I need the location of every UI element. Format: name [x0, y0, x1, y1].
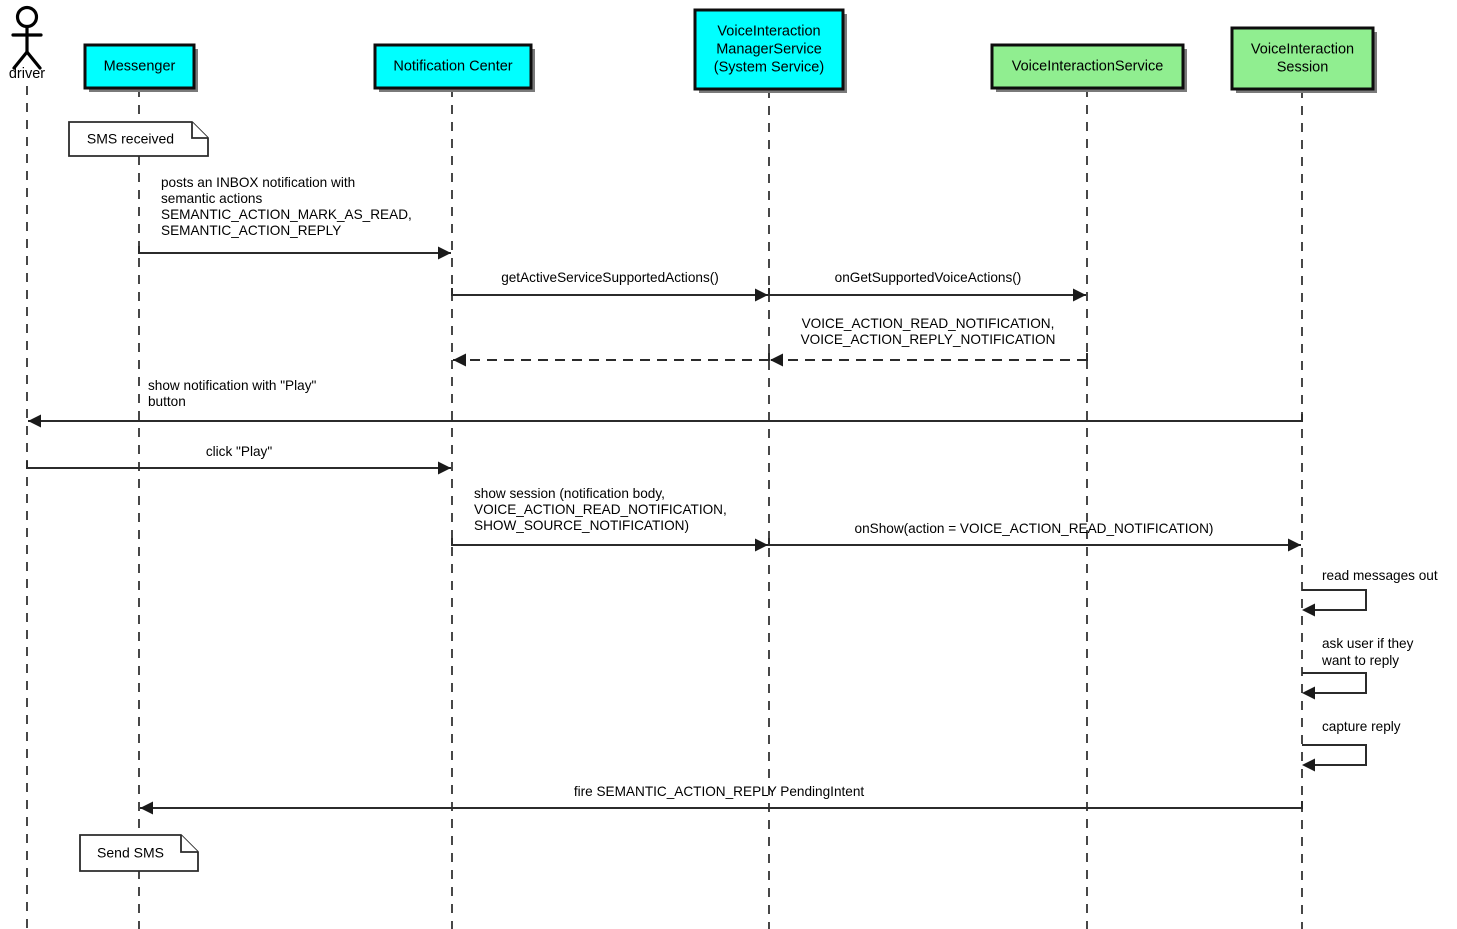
participant-label-voice-interaction-service: VoiceInteractionService — [1012, 58, 1164, 74]
message-msg-post-inbox-notification[interactable]: posts an INBOX notification withsemantic… — [138, 175, 451, 260]
message-label-msg-show-session: VOICE_ACTION_READ_NOTIFICATION, — [474, 502, 727, 517]
message-label-msg-post-inbox-notification: SEMANTIC_ACTION_MARK_AS_READ, — [161, 207, 412, 222]
message-label-msg-return-voice-actions-to-manager: VOICE_ACTION_READ_NOTIFICATION, — [802, 316, 1055, 331]
message-msg-show-session[interactable]: show session (notification body,VOICE_AC… — [451, 486, 768, 552]
message-label-msg-post-inbox-notification: semantic actions — [161, 191, 262, 206]
participant-label-voice-interaction-session: VoiceInteraction — [1251, 41, 1354, 57]
participant-box-messenger[interactable] — [83, 43, 196, 90]
message-label-msg-post-inbox-notification: posts an INBOX notification with — [161, 175, 355, 190]
self-message-label-self-ask-user-if-they-want-to-reply: want to reply — [1321, 653, 1399, 668]
message-msg-return-voice-actions-to-notification-center[interactable] — [453, 353, 770, 367]
note-sms-received-body — [68, 121, 209, 157]
message-label-msg-on-show: onShow(action = VOICE_ACTION_READ_NOTIFI… — [855, 521, 1214, 536]
actor-head-icon — [15, 5, 39, 29]
participant-label-voice-interaction-session: Session — [1277, 59, 1329, 75]
actor-leg-right-icon — [25, 50, 42, 70]
messages-layer: posts an INBOX notification withsemantic… — [26, 175, 1303, 815]
self-message-label-self-read-messages-out: read messages out — [1322, 568, 1438, 583]
message-msg-fire-semantic-action-reply-pending-intent[interactable]: fire SEMANTIC_ACTION_REPLY PendingIntent — [140, 784, 1303, 815]
note-send-sms[interactable]: Send SMS — [79, 834, 199, 872]
participant-notification-center[interactable]: Notification Center — [373, 43, 535, 92]
note-send-sms-fold — [180, 835, 198, 853]
self-message-path-self-read-messages-out — [1302, 589, 1367, 611]
participant-box-voice-interaction-session[interactable] — [1230, 26, 1375, 91]
self-message-path-self-ask-user-if-they-want-to-reply — [1302, 672, 1367, 694]
message-msg-return-voice-actions-to-manager[interactable]: VOICE_ACTION_READ_NOTIFICATION,VOICE_ACT… — [770, 316, 1088, 367]
message-arrowhead-msg-show-notification-with-play-button — [28, 414, 41, 428]
actor-leg-left-icon — [12, 50, 29, 70]
participant-box-voice-interaction-manager-service[interactable] — [693, 8, 845, 91]
actor-label: driver — [9, 66, 45, 82]
message-arrowhead-msg-fire-semantic-action-reply-pending-intent — [140, 801, 153, 815]
self-message-self-ask-user-if-they-want-to-reply[interactable]: ask user if they want to reply — [1302, 636, 1414, 700]
participant-label-voice-interaction-manager-service: VoiceInteraction — [717, 23, 820, 39]
note-send-sms-body — [79, 834, 199, 872]
message-msg-on-show[interactable]: onShow(action = VOICE_ACTION_READ_NOTIFI… — [768, 521, 1301, 552]
self-messages-layer: read messages out ask user if they want to… — [1302, 568, 1438, 772]
message-arrowhead-msg-on-show — [1288, 538, 1301, 552]
message-msg-on-get-supported-voice-actions[interactable]: onGetSupportedVoiceActions() — [768, 270, 1086, 302]
lifelines-layer — [26, 86, 1303, 929]
self-message-arrowhead-self-ask-user-if-they-want-to-reply — [1302, 686, 1315, 700]
message-arrowhead-msg-return-voice-actions-to-manager — [770, 353, 783, 367]
message-arrowhead-msg-click-play — [438, 461, 451, 475]
self-message-label-self-ask-user-if-they-want-to-reply: ask user if they — [1322, 636, 1414, 651]
self-message-arrowhead-self-read-messages-out — [1302, 603, 1315, 617]
message-label-msg-get-active-service-supported-actions: getActiveServiceSupportedActions() — [501, 270, 719, 285]
message-label-msg-post-inbox-notification: SEMANTIC_ACTION_REPLY — [161, 223, 341, 238]
actor-driver[interactable]: driver — [9, 5, 45, 83]
message-arrowhead-msg-on-get-supported-voice-actions — [1073, 288, 1086, 302]
message-arrowhead-msg-return-voice-actions-to-notification-center — [453, 353, 466, 367]
participant-label-messenger: Messenger — [104, 58, 176, 74]
message-label-msg-show-notification-with-play-button: button — [148, 394, 186, 409]
participant-box-voice-interaction-service[interactable] — [990, 43, 1185, 90]
note-sms-received[interactable]: SMS received — [68, 121, 209, 157]
self-message-arrowhead-self-capture-reply — [1302, 758, 1315, 772]
self-message-path-self-capture-reply — [1302, 744, 1367, 766]
self-message-self-capture-reply[interactable]: capture reply — [1302, 719, 1401, 772]
message-arrowhead-msg-show-session — [755, 538, 768, 552]
message-label-msg-on-get-supported-voice-actions: onGetSupportedVoiceActions() — [835, 270, 1022, 285]
message-arrowhead-msg-post-inbox-notification — [438, 246, 451, 260]
note-sms-received-label: SMS received — [87, 131, 174, 147]
participant-label-voice-interaction-manager-service: ManagerService — [716, 41, 822, 57]
self-message-self-read-messages-out[interactable]: read messages out — [1302, 568, 1438, 617]
participant-label-voice-interaction-manager-service: (System Service) — [714, 59, 824, 75]
message-msg-click-play[interactable]: click "Play" — [26, 444, 451, 475]
self-message-label-self-capture-reply: capture reply — [1322, 719, 1401, 734]
participants-layer: Messenger Notification Center VoiceInterac… — [83, 8, 1377, 93]
message-msg-show-notification-with-play-button[interactable]: show notification with "Play"button — [28, 378, 1303, 428]
participant-box-notification-center[interactable] — [373, 43, 533, 90]
note-send-sms-label: Send SMS — [97, 845, 164, 861]
message-label-msg-return-voice-actions-to-manager: VOICE_ACTION_REPLY_NOTIFICATION — [801, 332, 1056, 347]
message-label-msg-fire-semantic-action-reply-pending-intent: fire SEMANTIC_ACTION_REPLY PendingIntent — [574, 784, 865, 799]
actor-layer: driver — [9, 5, 45, 83]
message-label-msg-show-notification-with-play-button: show notification with "Play" — [148, 378, 316, 393]
participant-label-notification-center: Notification Center — [393, 58, 512, 74]
participant-messenger[interactable]: Messenger — [83, 43, 198, 92]
participant-voice-interaction-service[interactable]: VoiceInteractionService — [990, 43, 1187, 92]
message-arrowhead-msg-get-active-service-supported-actions — [755, 288, 768, 302]
note-sms-received-fold — [191, 122, 208, 139]
message-label-msg-show-session: show session (notification body, — [474, 486, 665, 501]
message-label-msg-show-session: SHOW_SOURCE_NOTIFICATION) — [474, 518, 689, 533]
message-msg-get-active-service-supported-actions[interactable]: getActiveServiceSupportedActions() — [451, 270, 768, 302]
message-label-msg-click-play: click "Play" — [206, 444, 272, 459]
